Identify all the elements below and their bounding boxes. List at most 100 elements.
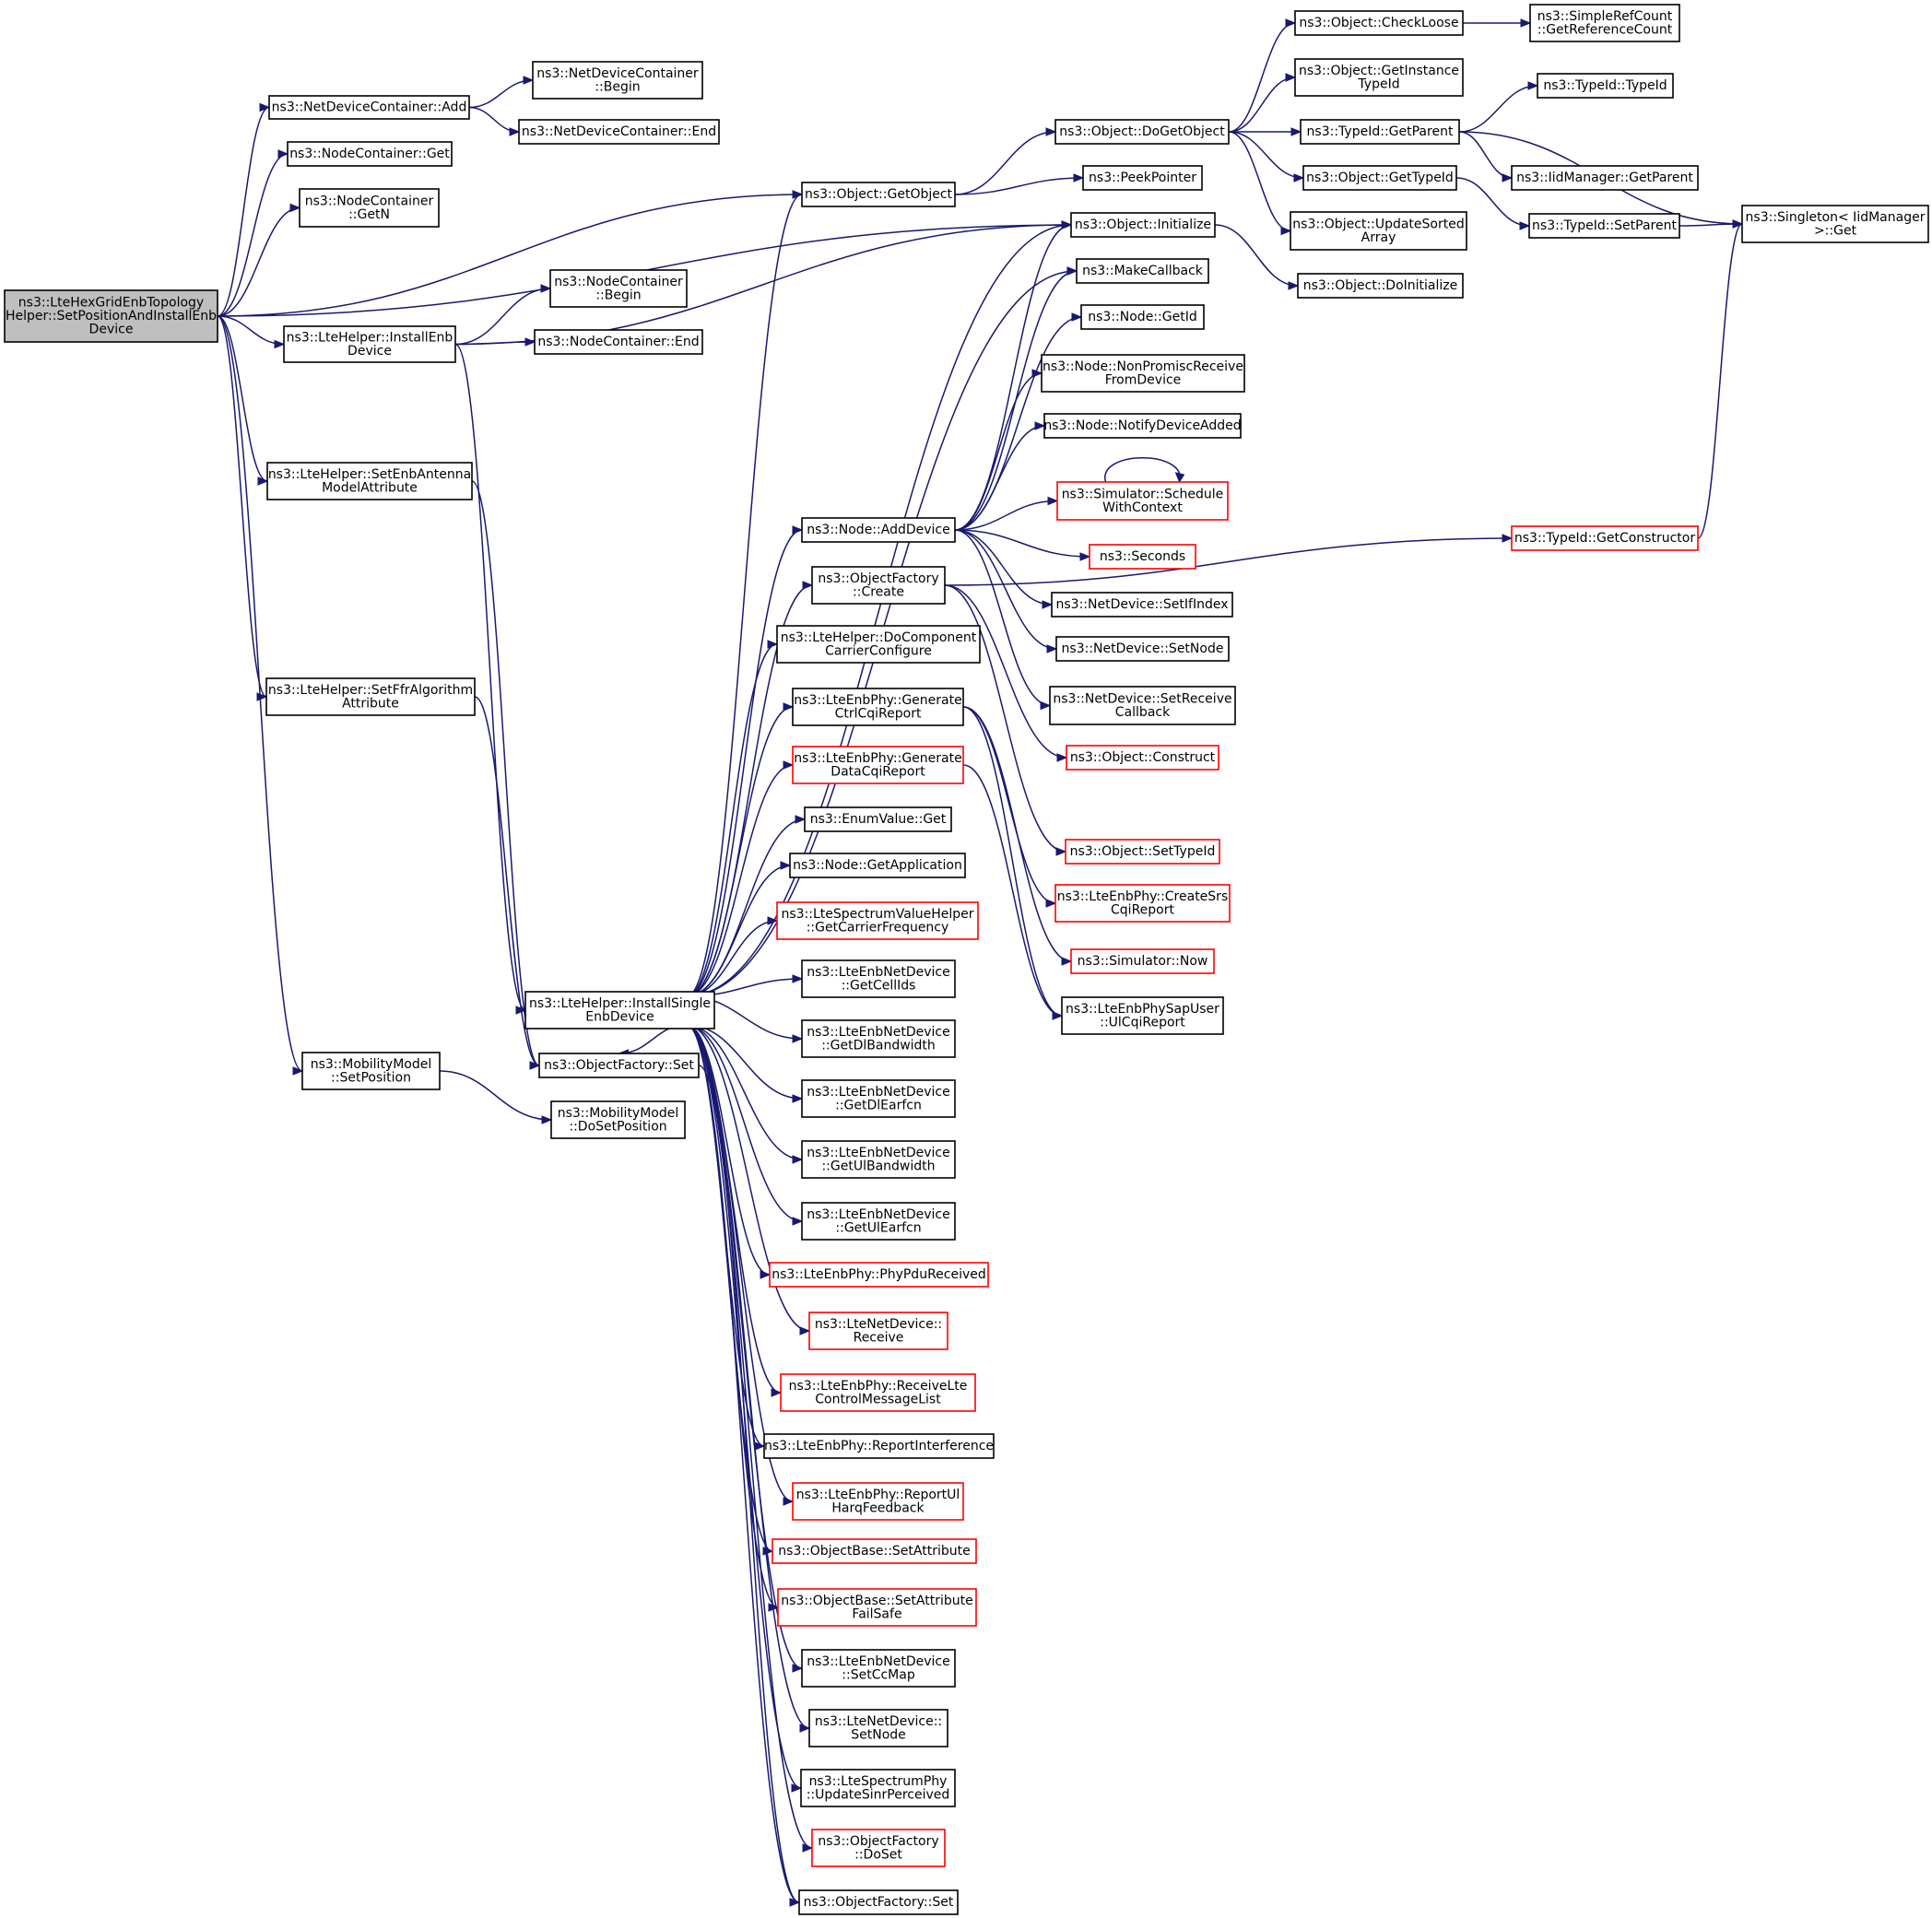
node-box [518, 119, 720, 145]
node-typeid-getparent[interactable]: ns3::TypeId::GetParent [1300, 119, 1460, 145]
node-ndc-end[interactable]: ns3::NetDeviceContainer::End [518, 119, 720, 145]
node-typeid-getconstructor[interactable]: ns3::TypeId::GetConstructor [1511, 525, 1699, 551]
node-nc-get[interactable]: ns3::NodeContainer::Get [287, 141, 453, 167]
node-box [299, 188, 440, 228]
node-ulcqi[interactable]: ns3::LteEnbPhySapUser::UlCqiReport [1061, 996, 1224, 1035]
node-box [1049, 686, 1236, 725]
node-label-line: ns3::Node::GetApplication [793, 858, 962, 873]
edge-install_single-to-docc [686, 643, 778, 997]
node-box [538, 1053, 700, 1078]
arrowhead-install_single-to-get_dlbw [792, 1034, 804, 1043]
node-nc-getn[interactable]: ns3::NodeContainer::GetN [299, 188, 440, 228]
node-box [1066, 745, 1219, 771]
node-nc-end[interactable]: ns3::NodeContainer::End [534, 329, 703, 355]
node-obj-construct[interactable]: ns3::Object::Construct [1066, 745, 1219, 771]
node-box [1070, 948, 1215, 974]
edge-gen_ctrl-to-ulcqi [962, 706, 1063, 1017]
node-box [534, 329, 703, 355]
node-node-notify[interactable]: ns3::Node::NotifyDeviceAdded [1043, 413, 1242, 439]
node-src-getref[interactable]: ns3::SimpleRefCount::GetReferenceCount [1529, 4, 1680, 42]
node-ndc-begin[interactable]: ns3::NetDeviceContainer::Begin [532, 61, 703, 100]
node-box [1297, 273, 1464, 299]
node-node-getid[interactable]: ns3::Node::GetId [1080, 304, 1205, 330]
node-enumvalue-get[interactable]: ns3::EnumValue::Get [804, 806, 952, 832]
node-mm-setpos[interactable]: ns3::MobilityModel::SetPosition [301, 1052, 441, 1090]
node-set-antenna[interactable]: ns3::LteHelper::SetEnbAntennaModelAttrib… [266, 462, 473, 500]
node-nc-begin[interactable]: ns3::NodeContainer::Begin [549, 269, 688, 308]
node-peekpointer[interactable]: ns3::PeekPointer [1082, 165, 1203, 191]
node-phypdu[interactable]: ns3::LteEnbPhy::PhyPduReceived [769, 1262, 989, 1288]
node-obj-dogetobject[interactable]: ns3::Object::DoGetObject [1054, 119, 1230, 145]
node-of-set-b[interactable]: ns3::ObjectFactory::Set [798, 1889, 959, 1915]
node-report-interf[interactable]: ns3::LteEnbPhy::ReportInterference [763, 1433, 995, 1459]
arrowhead-root-to-mm_setpos [292, 1066, 304, 1076]
node-get-dlbw[interactable]: ns3::LteEnbNetDevice::GetDlBandwidth [801, 1019, 956, 1058]
node-label-line: ns3::Seconds [1100, 549, 1185, 564]
node-label-line: DataCqiReport [831, 764, 925, 779]
node-nd-setifindex[interactable]: ns3::NetDevice::SetIfIndex [1051, 592, 1233, 618]
node-obj-checkloose[interactable]: ns3::Object::CheckLoose [1294, 10, 1464, 36]
node-sim-now[interactable]: ns3::Simulator::Now [1070, 948, 1215, 974]
edge-node_adddevice-to-node_notify [954, 425, 1045, 531]
node-ndc-add[interactable]: ns3::NetDeviceContainer::Add [268, 95, 470, 120]
node-get-ulbw[interactable]: ns3::LteEnbNetDevice::GetUlBandwidth [801, 1140, 956, 1179]
node-spectrum-getcarrier[interactable]: ns3::LteSpectrumValueHelper::GetCarrierF… [776, 901, 979, 940]
node-typeid-typeid[interactable]: ns3::TypeId::TypeId [1537, 73, 1674, 99]
node-label-line: ns3::Object::Construct [1070, 750, 1216, 765]
node-of-doset[interactable]: ns3::ObjectFactory::DoSet [811, 1829, 946, 1867]
node-set-ccmap[interactable]: ns3::LteEnbNetDevice::SetCcMap [801, 1649, 956, 1688]
node-box [1054, 884, 1231, 923]
node-ob-setattr[interactable]: ns3::ObjectBase::SetAttribute [772, 1538, 977, 1564]
node-recv-ctrl[interactable]: ns3::LteEnbPhy::ReceiveLteControlMessage… [780, 1373, 976, 1412]
node-box [287, 141, 453, 167]
edge-install_single-to-lnd_receive [686, 1024, 810, 1332]
node-obj-doinitialize[interactable]: ns3::Object::DoInitialize [1297, 273, 1464, 299]
node-box [1043, 413, 1242, 439]
node-obj-getobject[interactable]: ns3::Object::GetObject [801, 182, 956, 207]
node-singleton-get[interactable]: ns3::Singleton< IidManager >::Get [1741, 205, 1929, 243]
arrowhead-install_single-to-recv_ctrl [771, 1388, 783, 1397]
node-mm-dosetpos[interactable]: ns3::MobilityModel::DoSetPosition [550, 1100, 686, 1139]
node-box [763, 1433, 995, 1459]
node-label-line: ::GetDlBandwidth [821, 1038, 936, 1053]
node-label-line: ns3::MakeCallback [1082, 264, 1204, 278]
node-docc[interactable]: ns3::LteHelper::DoComponentCarrierConfig… [776, 625, 981, 664]
node-seconds[interactable]: ns3::Seconds [1089, 544, 1196, 570]
node-of-set-a[interactable]: ns3::ObjectFactory::Set [538, 1053, 700, 1078]
node-makecallback[interactable]: ns3::MakeCallback [1076, 258, 1209, 284]
node-typeid-setparent[interactable]: ns3::TypeId::SetParent [1528, 213, 1680, 239]
node-box [1061, 996, 1224, 1035]
node-get-cellids[interactable]: ns3::LteEnbNetDevice::GetCellIds [801, 959, 956, 998]
node-obj-initialize[interactable]: ns3::Object::Initialize [1070, 212, 1216, 238]
edge-typeid_getparent-to-typeid_typeid [1458, 85, 1538, 133]
node-get-ulearfcn[interactable]: ns3::LteEnbNetDevice::GetUlEarfcn [801, 1202, 956, 1241]
node-lnd-receive[interactable]: ns3::LteNetDevice::Receive [808, 1312, 948, 1350]
node-of-create[interactable]: ns3::ObjectFactory::Create [811, 566, 946, 605]
node-label-line: ns3::NetDevice::SetReceive [1053, 691, 1231, 706]
node-lnd-setnode[interactable]: ns3::LteNetDevice::SetNode [808, 1709, 948, 1747]
node-nd-setnode[interactable]: ns3::NetDevice::SetNode [1055, 636, 1230, 662]
edge-install_single-to-obj_getobject [686, 194, 803, 997]
node-root[interactable]: ns3::LteHexGridEnbTopologyHelper::SetPos… [4, 289, 218, 343]
node-node-adddevice[interactable]: ns3::Node::AddDevice [801, 517, 956, 543]
node-update-sinr[interactable]: ns3::LteSpectrumPhy::UpdateSinrPerceived [800, 1769, 956, 1807]
node-get-dlearfcn[interactable]: ns3::LteEnbNetDevice::GetDlEarfcn [801, 1079, 956, 1118]
node-node-getapp[interactable]: ns3::Node::GetApplication [789, 853, 966, 878]
node-obj-gettypeid[interactable]: ns3::Object::GetTypeId [1302, 165, 1457, 191]
node-obj-settypeid[interactable]: ns3::Object::SetTypeId [1065, 839, 1220, 865]
arrowhead-sim_schedule-self-loop [1174, 472, 1185, 484]
node-iid-getparent[interactable]: ns3::IidManager::GetParent [1511, 165, 1699, 191]
